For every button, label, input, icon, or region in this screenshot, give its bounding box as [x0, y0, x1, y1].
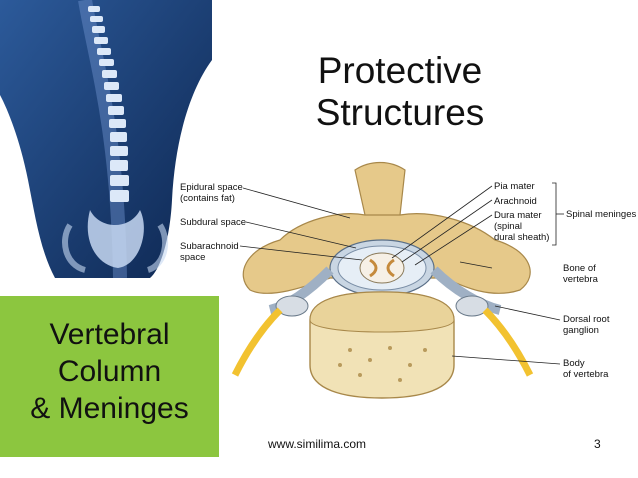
spine-illustration [0, 0, 212, 278]
label-dorsal-root-ganglion: Dorsal root ganglion [563, 314, 610, 336]
label-spinal-meninges: Spinal meninges [566, 209, 637, 220]
topic-line-2: Column [57, 355, 162, 388]
slide-title: Protective Structures [270, 50, 530, 134]
topic-box-text: Vertebral Column & Meninges [0, 316, 219, 427]
label-subarachnoid-space: Subarachnoid space [180, 241, 239, 263]
label-bone-of-vertebra: Bone of vertebra [563, 263, 598, 285]
title-line-2: Structures [315, 92, 485, 133]
topic-line-1: Vertebral [49, 318, 170, 351]
topic-line-3: & Meninges [30, 392, 189, 425]
label-body-of-vertebra: Body of vertebra [563, 358, 609, 380]
label-subdural-space: Subdural space [180, 217, 247, 228]
title-line-1: Protective [317, 50, 483, 91]
label-dura-mater: Dura mater (spinal dural sheath) [494, 210, 550, 243]
topic-box [0, 296, 219, 457]
footer-url: www.similima.com [268, 437, 367, 451]
vertebra-cross-section [231, 161, 534, 399]
label-epidural-space: Epidural space (contains fat) [180, 182, 243, 204]
label-arachnoid: Arachnoid [494, 196, 537, 207]
label-pia-mater: Pia mater [494, 181, 535, 192]
page-number: 3 [594, 437, 601, 451]
